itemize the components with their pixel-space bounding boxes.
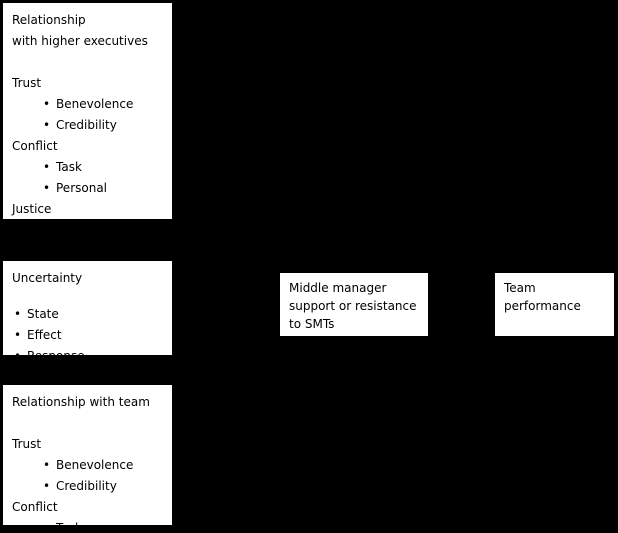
box-heading: Relationship with higher executives [12, 13, 148, 48]
box-team-performance: Team performance [495, 273, 614, 336]
list-item: Benevolence [42, 455, 166, 476]
box-text-line: performance [504, 299, 581, 313]
spacer [12, 52, 166, 73]
list-item: Task [42, 157, 166, 178]
spacer [12, 413, 166, 434]
list-item: Benevolence [42, 94, 166, 115]
list-item: Task [42, 518, 166, 525]
list-item: Credibility [42, 115, 166, 136]
box-heading: Relationship with team [12, 395, 150, 409]
box-relationship-higher-executives: Relationship with higher executives Trus… [3, 3, 172, 219]
bullet-list-trust: Benevolence Credibility [42, 94, 166, 136]
box-relationship-team: Relationship with team Trust Benevolence… [3, 385, 172, 525]
category-label-trust: Trust [12, 76, 42, 90]
category-label-justice: Justice [12, 202, 52, 216]
box-text-line: support or resistance [289, 299, 417, 313]
box-heading: Uncertainty [12, 271, 83, 285]
list-item: Response [13, 346, 166, 355]
list-item: Personal [42, 178, 166, 199]
bullet-list-conflict: Task Personal [42, 157, 166, 199]
bullet-list-conflict: Task Personal [42, 518, 166, 525]
category-label-trust: Trust [12, 437, 42, 451]
list-item: Credibility [42, 476, 166, 497]
bullet-list-trust: Benevolence Credibility [42, 455, 166, 497]
list-item: State [13, 304, 166, 325]
category-label-conflict: Conflict [12, 139, 58, 153]
bullet-list-uncertainty: State Effect Response [13, 304, 166, 355]
box-text-line: Team [504, 281, 536, 295]
list-item: Effect [13, 325, 166, 346]
category-label-conflict: Conflict [12, 500, 58, 514]
box-text-line: to SMTs [289, 317, 335, 331]
spacer [12, 289, 166, 304]
box-uncertainty: Uncertainty State Effect Response [3, 261, 172, 355]
box-text-line: Middle manager [289, 281, 387, 295]
box-middle-manager-support: Middle manager support or resistance to … [280, 273, 428, 336]
